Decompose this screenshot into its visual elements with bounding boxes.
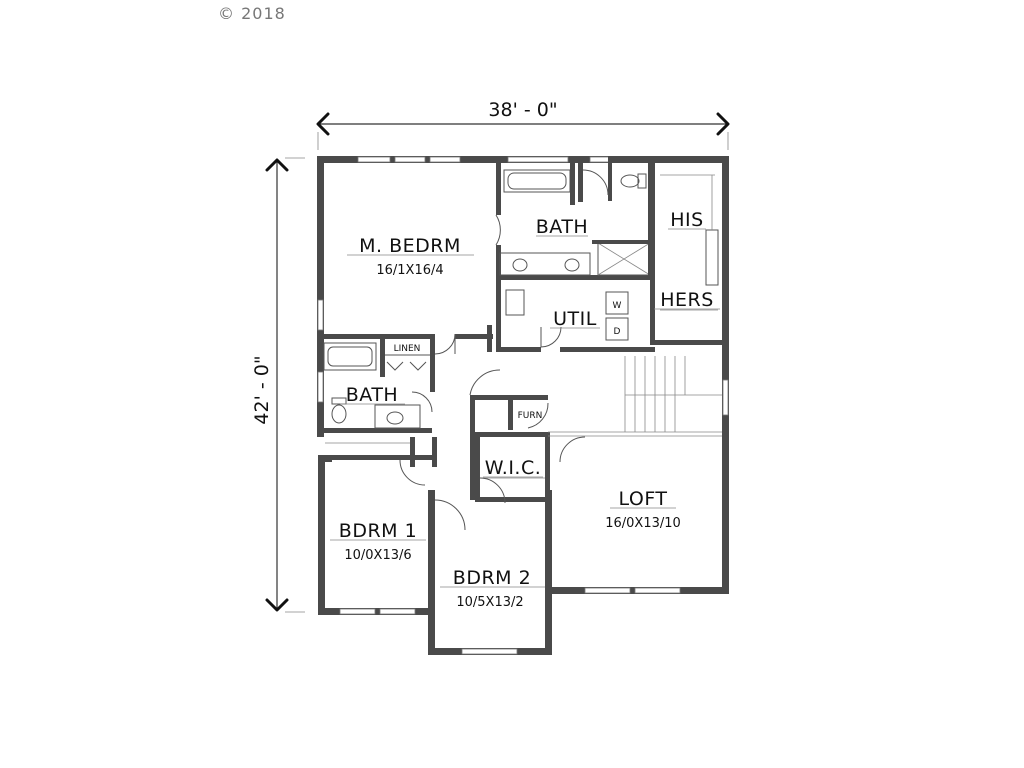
linen-name: LINEN: [394, 344, 421, 354]
hall-bath-name: BATH: [346, 384, 398, 406]
master-bath-name: BATH: [536, 216, 588, 238]
furnace-name: FURN: [518, 411, 543, 421]
his-closet-name: HIS: [670, 209, 703, 231]
exterior-walls: [317, 156, 729, 655]
bedroom2-name: BDRM 2: [453, 567, 531, 589]
room-labels: M. BEDRM 16/1X16/4 BATH HIS HERS UTIL W …: [330, 209, 720, 610]
loft-name: LOFT: [618, 488, 667, 510]
loft-size: 16/0X13/10: [605, 516, 681, 531]
utility-name: UTIL: [553, 308, 597, 330]
bedroom1-size: 10/0X13/6: [344, 548, 411, 563]
master-bedroom-name: M. BEDRM: [359, 235, 461, 257]
width-dimension-label: 38' - 0": [488, 99, 557, 121]
depth-dimension-label: 42' - 0": [251, 355, 273, 424]
master-bedroom-size: 16/1X16/4: [376, 263, 443, 278]
width-dimension: 38' - 0": [316, 99, 730, 150]
washer-label: W: [613, 301, 622, 311]
bedroom1-name: BDRM 1: [339, 520, 417, 542]
depth-dimension: 42' - 0": [251, 157, 305, 613]
interior-walls: [320, 156, 725, 502]
stair-treads: [548, 356, 722, 437]
door-swings: [399, 169, 609, 531]
copyright-notice: © 2018: [218, 4, 286, 23]
hers-closet-name: HERS: [660, 289, 714, 311]
bedroom2-size: 10/5X13/2: [456, 595, 523, 610]
dryer-label: D: [614, 327, 621, 337]
wic-name: W.I.C.: [485, 457, 542, 479]
